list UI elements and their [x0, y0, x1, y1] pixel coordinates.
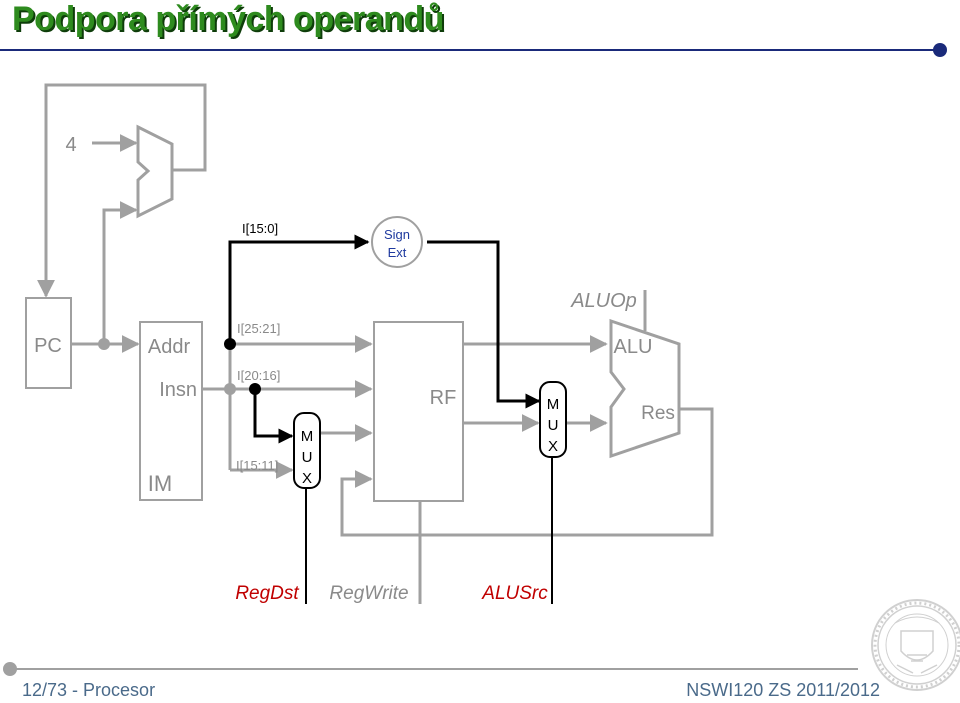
junction-rt	[249, 383, 261, 395]
im-addr-label: Addr	[148, 336, 191, 358]
wire-rt-mux	[253, 389, 294, 444]
pc-adder	[136, 124, 174, 219]
wire-pc-next	[37, 83, 207, 298]
const-four-label: 4	[65, 134, 76, 156]
instruction-memory	[139, 321, 203, 501]
im-name-label: IM	[148, 471, 172, 496]
rf-label: RF	[430, 387, 457, 409]
footer-rule-dot	[3, 662, 17, 676]
alusrc-mux-x: X	[548, 438, 558, 455]
sign-ext-label-1: Sign	[384, 227, 410, 242]
bits-20-16-label: I[20:16]	[237, 368, 280, 383]
alu	[609, 318, 681, 459]
bits-15-0-label: I[15:0]	[242, 221, 278, 236]
wire-imm	[228, 234, 370, 344]
alusrc-mux-m: M	[547, 396, 560, 413]
footer-slide-number: 12/73 - Procesor	[22, 680, 156, 700]
sign-ext-label-2: Ext	[388, 245, 407, 260]
regdst-mux	[293, 412, 321, 489]
sign-extend	[371, 216, 423, 268]
regdst-mux-m: M	[301, 428, 314, 445]
im-insn-label: Insn	[159, 379, 197, 401]
regwrite-signal: RegWrite	[329, 583, 408, 604]
footer-course: NSWI120 ZS 2011/2012	[686, 680, 880, 700]
regdst-mux-u: U	[302, 449, 313, 466]
bits-15-11-label: I[15:11]	[236, 458, 278, 473]
alusrc-mux	[539, 381, 567, 458]
pc-register	[25, 297, 72, 389]
slide-title: Podpora přímých operandů	[12, 0, 444, 38]
bits-25-21-label: I[25:21]	[237, 321, 280, 336]
regdst-mux-x: X	[302, 470, 312, 487]
university-seal	[871, 599, 960, 691]
header-rule-dot	[933, 43, 947, 57]
alu-res-label: Res	[641, 403, 675, 424]
regdst-signal: RegDst	[235, 583, 299, 604]
alusrc-signal: ALUSrc	[481, 583, 548, 604]
alu-label: ALU	[614, 336, 653, 358]
junction-imm	[224, 338, 236, 350]
junction-insn	[224, 383, 236, 395]
register-file	[373, 321, 464, 502]
wire-signext-out	[427, 240, 541, 409]
aluop-label: ALUOp	[570, 290, 637, 312]
alusrc-mux-u: U	[548, 417, 559, 434]
junction-pc	[98, 338, 110, 350]
pc-label: PC	[34, 335, 62, 357]
wire-writeback	[340, 407, 714, 537]
wire-pc-adder	[102, 201, 138, 344]
